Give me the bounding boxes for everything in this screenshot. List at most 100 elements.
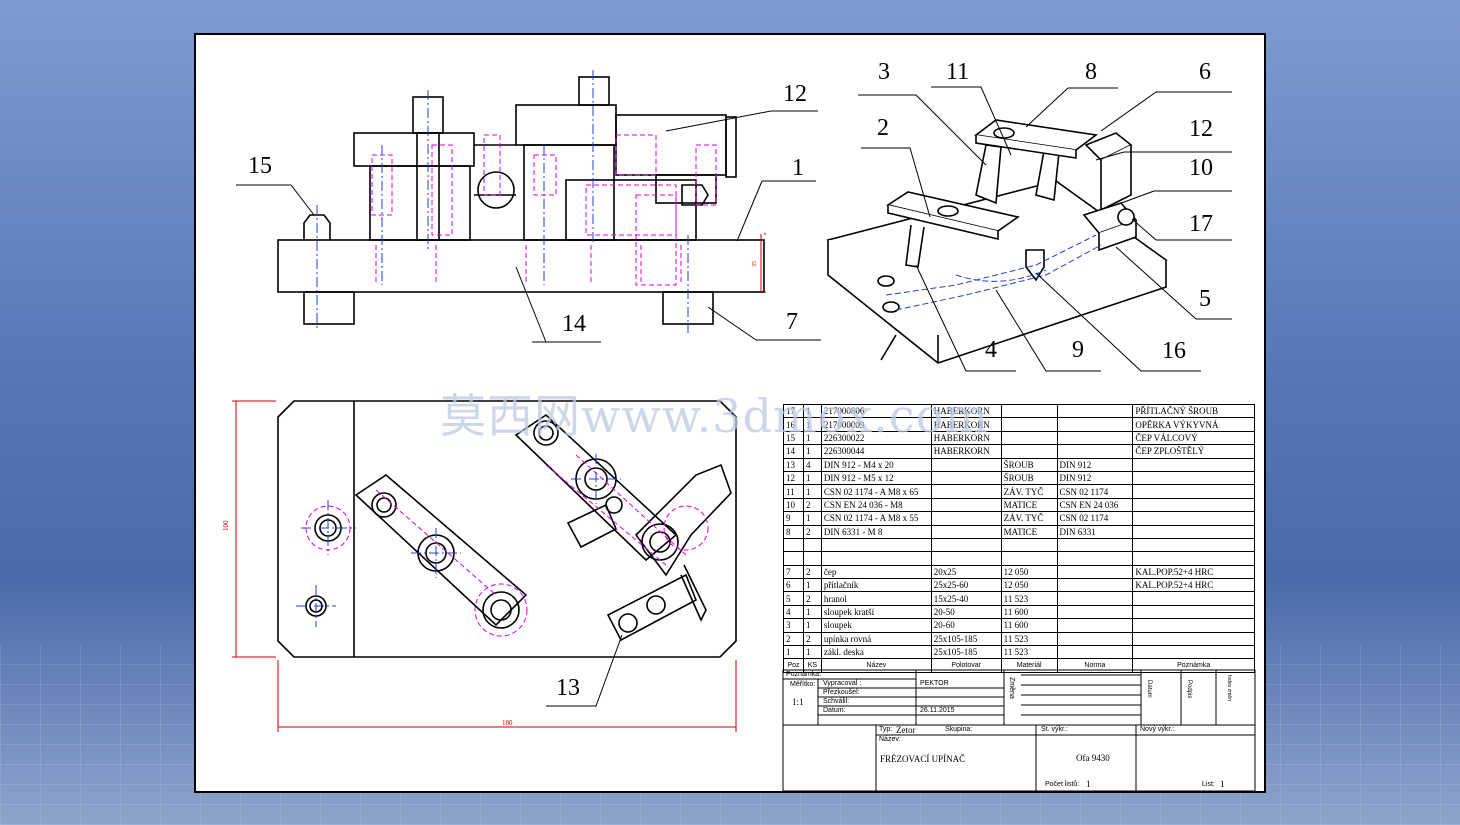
bom-cell-nazev: hranol — [820, 591, 932, 606]
bom-cell-ks: 1 — [802, 578, 822, 593]
callout-9: 9 — [1072, 337, 1084, 363]
bom-cell-ks: 1 — [802, 645, 822, 660]
bom-cell-nazev — [820, 537, 932, 553]
bom-cell-ks: 1 — [802, 604, 822, 620]
bom-cell-norma: Norma — [1056, 658, 1134, 673]
bom-cell-poz: 10 — [783, 497, 804, 513]
bom-cell-poznamka — [1132, 497, 1255, 513]
bom-cell-ks: 4 — [802, 457, 822, 472]
bom-cell-nazev: upínka rovná — [820, 631, 932, 647]
bom-cell-material: 12 050 — [1000, 578, 1058, 593]
bom-cell-polotovar: HABERKORN — [930, 444, 1002, 459]
tb-cislo-vykresu: Ofa 9430 — [1076, 753, 1110, 763]
tb-skupina-label: Skupina: — [945, 726, 973, 733]
bom-cell-poznamka: KAL.POP.52+4 HRC — [1132, 564, 1255, 580]
callout-11: 11 — [946, 59, 969, 85]
callout-14: 14 — [562, 311, 586, 337]
bom-cell-polotovar: 20-60 — [930, 618, 1002, 633]
bom-cell-ks: 1 — [802, 484, 822, 499]
bom-cell-ks: 2 — [802, 497, 822, 513]
bom-cell-ks: 2 — [802, 631, 822, 647]
bom-cell-norma — [1056, 551, 1134, 566]
bom-cell-norma — [1056, 578, 1134, 593]
tb-pocet-listu-value: 1 — [1086, 779, 1091, 789]
front-leaders — [236, 110, 821, 343]
bom-cell-polotovar — [930, 497, 1002, 513]
callout-5: 5 — [1199, 286, 1211, 312]
bom-cell-poz: 12 — [783, 470, 804, 486]
bom-row — [783, 537, 1255, 553]
bom-cell-polotovar — [930, 537, 1002, 553]
tb-novy-vykr-label: Nový výkr.: — [1140, 726, 1175, 733]
bom-cell-nazev: sloupek — [820, 618, 932, 633]
top-centerlines — [296, 454, 621, 627]
bom-cell-poz — [783, 537, 804, 553]
callout-12-iso: 12 — [1189, 116, 1213, 142]
bom-cell-nazev: CSN EN 24 036 - M8 — [820, 497, 932, 513]
bom-cell-nazev: CSN 02 1174 - A M8 x 65 — [820, 484, 932, 499]
bom-cell-poznamka — [1132, 457, 1255, 472]
iso-leaders — [858, 86, 1232, 372]
bom-cell-poz: 15 — [783, 430, 804, 446]
bom-cell-polotovar — [930, 484, 1002, 499]
bom-cell-material: 11 523 — [1000, 645, 1058, 660]
bom-cell-poz: 6 — [783, 578, 804, 593]
bom-cell-material: ŠROUB — [1000, 457, 1058, 472]
bom-cell-norma: CSN 02 1174 — [1056, 511, 1134, 526]
bom-cell-poznamka — [1132, 484, 1255, 499]
bom-cell-ks — [802, 537, 822, 553]
bom-cell-poz: 16 — [783, 417, 804, 432]
bom-cell-poznamka — [1132, 591, 1255, 606]
bom-cell-norma — [1056, 564, 1134, 580]
iso-view — [826, 119, 1168, 364]
bom-cell-material: ZÁV. TYČ — [1000, 511, 1058, 526]
bom-cell-poz: 8 — [783, 524, 804, 539]
bom-cell-poz: 13 — [783, 457, 804, 472]
tb-pocet-listu-label: Počet listů: — [1045, 781, 1080, 788]
bom-cell-polotovar — [930, 511, 1002, 526]
callout-16: 16 — [1162, 338, 1186, 364]
bom-cell-poznamka: KAL.POP.52+4 HRC — [1132, 578, 1255, 593]
bom-cell-poznamka — [1132, 551, 1255, 566]
bom-cell-norma: DIN 6331 — [1056, 524, 1134, 539]
bom-cell-poznamka: PŘÍTLAČNÝ ŠROUB — [1132, 403, 1255, 419]
bom-cell-poznamka: ČEP ZPLOŠTĚLÝ — [1132, 444, 1255, 459]
bom-cell-polotovar: 25x105-185 — [930, 631, 1002, 647]
tb-meritko-label: Měřítko: — [790, 681, 816, 688]
top-dimensions — [232, 400, 737, 732]
bom-cell-poznamka — [1132, 470, 1255, 486]
bom-cell-material: 11 600 — [1000, 618, 1058, 633]
bom-cell-norma — [1056, 537, 1134, 553]
watermark-text: 莫西网www.3dmox.com — [440, 389, 989, 443]
bom-cell-polotovar: 25x25-60 — [930, 578, 1002, 593]
tb-index-vertical: Index změn — [1226, 675, 1232, 701]
tb-nazev-value: FRÉZOVACÍ UPÍNAČ — [880, 754, 966, 764]
bom-cell-material: ŠROUB — [1000, 470, 1058, 486]
bom-cell-nazev: sloupek kratší — [820, 604, 932, 620]
tb-st-vykr-label: St. výkr.: — [1041, 726, 1068, 733]
bom-cell-poz: Poz — [783, 658, 804, 673]
bom-cell-material: 12 050 — [1000, 564, 1058, 580]
callout-8: 8 — [1085, 59, 1097, 85]
bom-cell-poz: 2 — [783, 631, 804, 647]
bom-cell-poznamka: ČEP VÁLCOVÝ — [1132, 430, 1255, 446]
dimension-height: 100 — [222, 520, 230, 531]
bom-cell-nazev: DIN 912 - M4 x 20 — [820, 457, 932, 472]
bom-cell-material: 11 523 — [1000, 591, 1058, 606]
front-centerlines — [316, 70, 689, 333]
tb-typ-value: Zetor — [896, 725, 916, 735]
bom-cell-poznamka — [1132, 645, 1255, 660]
tb-list-value: 1 — [1220, 779, 1225, 789]
bom-cell-norma: CSN 02 1174 — [1056, 484, 1134, 499]
bom-cell-poz: 4 — [783, 604, 804, 620]
bom-cell-ks: 1 — [802, 511, 822, 526]
bom-cell-material: ZÁV. TYČ — [1000, 484, 1058, 499]
tb-poznamka-label: Poznámka: — [786, 671, 822, 678]
callout-3: 3 — [878, 59, 890, 85]
bom-cell-material: MATICE — [1000, 524, 1058, 539]
